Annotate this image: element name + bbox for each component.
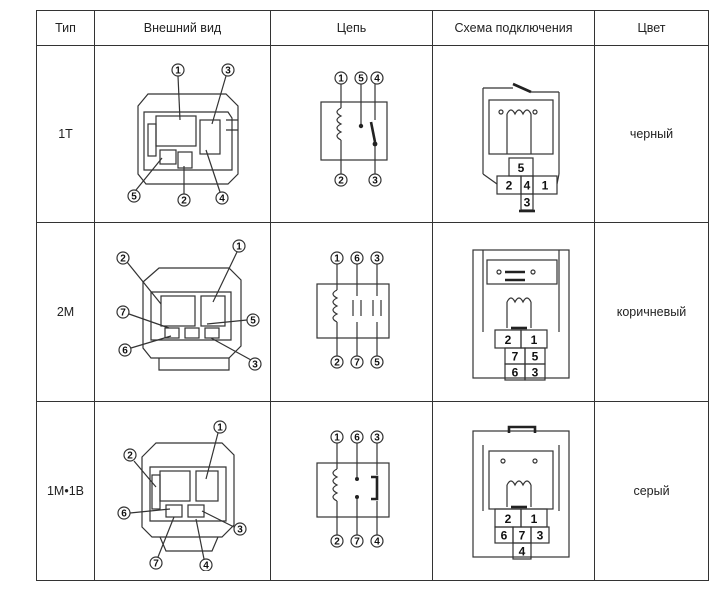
header-appearance: Внешний вид — [94, 10, 271, 46]
terminal-label: 3 — [531, 366, 538, 380]
pin-label: 4 — [219, 194, 225, 205]
pin-label: 7 — [354, 537, 360, 548]
terminal-label: 7 — [518, 529, 525, 543]
pin-label: 5 — [131, 192, 137, 203]
terminal-label: 2 — [504, 512, 511, 526]
relay-appearance-drawing: 1 2 7 5 6 3 — [115, 239, 262, 371]
terminal-label: 5 — [531, 350, 538, 364]
table-row: 1T 1 3 5 — [36, 45, 709, 223]
terminal-label: 5 — [517, 161, 524, 175]
relay-color: серый — [594, 401, 709, 581]
relay-type: 2M — [36, 222, 95, 402]
wiring-cell: 2 1 7 5 6 3 — [432, 222, 595, 402]
terminal-label: 3 — [523, 196, 530, 210]
relay-circuit-drawing: 1 6 3 2 7 4 — [315, 430, 390, 548]
pin-label: 2 — [338, 176, 344, 187]
terminal-label: 2 — [505, 179, 512, 193]
terminal-label: 1 — [530, 333, 537, 347]
pin-label: 7 — [153, 559, 159, 570]
wiring-cell: 2 1 6 7 3 4 — [432, 401, 595, 581]
pin-label: 1 — [334, 254, 340, 265]
header-color: Цвет — [594, 10, 709, 46]
terminal-label: 6 — [511, 366, 518, 380]
pin-label: 5 — [358, 74, 364, 85]
relay-wiring-drawing: 2 1 6 7 3 4 — [471, 425, 570, 560]
terminal-label: 1 — [541, 179, 548, 193]
relay-type: 1M•1B — [36, 401, 95, 581]
relay-type: 1T — [36, 45, 95, 223]
pin-label: 7 — [120, 308, 126, 319]
pin-label: 6 — [354, 433, 360, 444]
terminal-label: 2 — [504, 333, 511, 347]
pin-label: 2 — [181, 196, 187, 207]
pin-label: 4 — [374, 74, 380, 85]
pin-label: 3 — [237, 525, 243, 536]
pin-label: 3 — [374, 254, 380, 265]
pin-label: 2 — [127, 451, 133, 462]
pin-label: 1 — [338, 74, 344, 85]
relay-appearance-drawing: 1 3 5 2 4 — [126, 63, 239, 207]
relay-circuit-drawing: 1 6 3 2 7 5 — [315, 251, 390, 369]
pin-label: 6 — [354, 254, 360, 265]
relay-circuit-drawing: 1 5 4 2 3 — [319, 71, 388, 187]
circuit-cell: 1 6 3 2 7 5 — [270, 222, 433, 402]
header-circuit: Цепь — [270, 10, 433, 46]
wiring-cell: 5 2 4 1 3 — [432, 45, 595, 223]
circuit-cell: 1 6 3 2 7 4 — [270, 401, 433, 581]
table-row: 1M•1B 1 2 6 — [36, 401, 709, 581]
pin-label: 6 — [122, 346, 128, 357]
table-row: 2M 1 2 7 — [36, 222, 709, 402]
terminal-label: 1 — [530, 512, 537, 526]
terminal-label: 6 — [500, 529, 507, 543]
pin-label: 5 — [374, 358, 380, 369]
pin-label: 1 — [334, 433, 340, 444]
pin-label: 1 — [217, 423, 223, 434]
pin-label: 2 — [120, 254, 126, 265]
circuit-cell: 1 5 4 2 3 — [270, 45, 433, 223]
pin-label: 3 — [374, 433, 380, 444]
appearance-cell: 1 2 7 5 6 3 — [94, 222, 271, 402]
appearance-cell: 1 3 5 2 4 — [94, 45, 271, 223]
pin-label: 4 — [203, 561, 209, 572]
relay-table: Тип Внешний вид Цепь Схема подключения Ц… — [36, 10, 709, 581]
header-type: Тип — [36, 10, 95, 46]
relay-color: черный — [594, 45, 709, 223]
pin-label: 3 — [252, 360, 258, 371]
pin-label: 1 — [236, 242, 242, 253]
pin-label: 6 — [121, 509, 127, 520]
terminal-label: 7 — [511, 350, 518, 364]
pin-label: 5 — [250, 316, 256, 327]
relay-color: коричневый — [594, 222, 709, 402]
relay-appearance-drawing: 1 2 6 3 7 4 — [116, 420, 247, 572]
header-row: Тип Внешний вид Цепь Схема подключения Ц… — [36, 10, 709, 46]
pin-label: 2 — [334, 537, 340, 548]
pin-label: 7 — [354, 358, 360, 369]
appearance-cell: 1 2 6 3 7 4 — [94, 401, 271, 581]
pin-label: 2 — [334, 358, 340, 369]
pin-label: 3 — [225, 66, 231, 77]
terminal-label: 4 — [523, 179, 530, 193]
pin-label: 1 — [175, 66, 181, 77]
relay-wiring-drawing: 2 1 7 5 6 3 — [471, 249, 570, 381]
terminal-label: 4 — [518, 545, 525, 559]
pin-label: 3 — [372, 176, 378, 187]
header-wiring: Схема подключения — [432, 10, 595, 46]
relay-wiring-drawing: 5 2 4 1 3 — [481, 82, 560, 213]
pin-label: 4 — [374, 537, 380, 548]
terminal-label: 3 — [536, 529, 543, 543]
